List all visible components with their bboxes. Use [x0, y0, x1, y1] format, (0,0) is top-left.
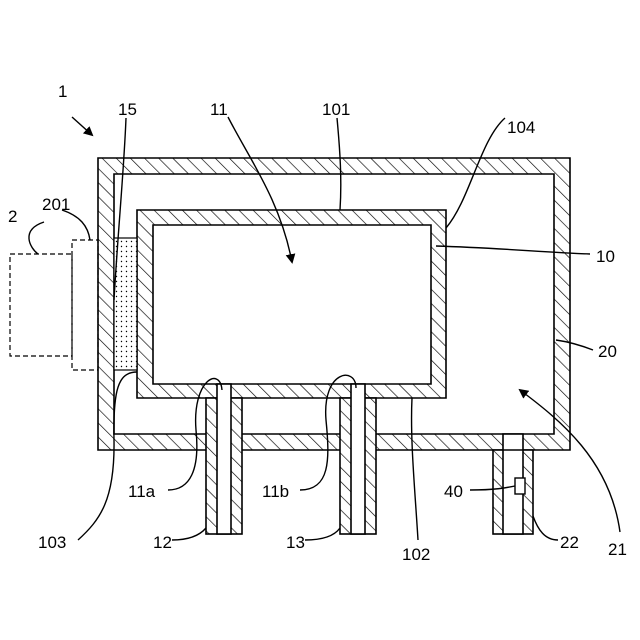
connector-201	[72, 240, 98, 370]
label-102: 102	[402, 545, 430, 564]
outer-housing-wall	[98, 158, 570, 450]
label-201: 201	[42, 195, 70, 214]
label-10: 10	[596, 247, 615, 266]
sensor-40	[515, 478, 525, 494]
label-101: 101	[322, 100, 350, 119]
label-1: 1	[58, 82, 67, 101]
label-22: 22	[560, 533, 579, 552]
label-2: 2	[8, 207, 17, 226]
label-40: 40	[444, 482, 463, 501]
label-103: 103	[38, 533, 66, 552]
label-104: 104	[507, 118, 535, 137]
pipe-12-bore	[217, 384, 231, 534]
filter-15	[114, 238, 137, 370]
label-20: 20	[598, 342, 617, 361]
label-11b: 11b	[262, 482, 289, 501]
inner-vessel-wall	[137, 210, 446, 398]
label-13: 13	[286, 533, 305, 552]
label-11: 11	[210, 100, 228, 119]
label-15: 15	[118, 100, 137, 119]
label-21: 21	[608, 540, 627, 559]
external-device-2	[10, 254, 72, 356]
label-11a: 11a	[128, 482, 156, 501]
pipe-13-bore	[351, 384, 365, 534]
label-12: 12	[153, 533, 172, 552]
